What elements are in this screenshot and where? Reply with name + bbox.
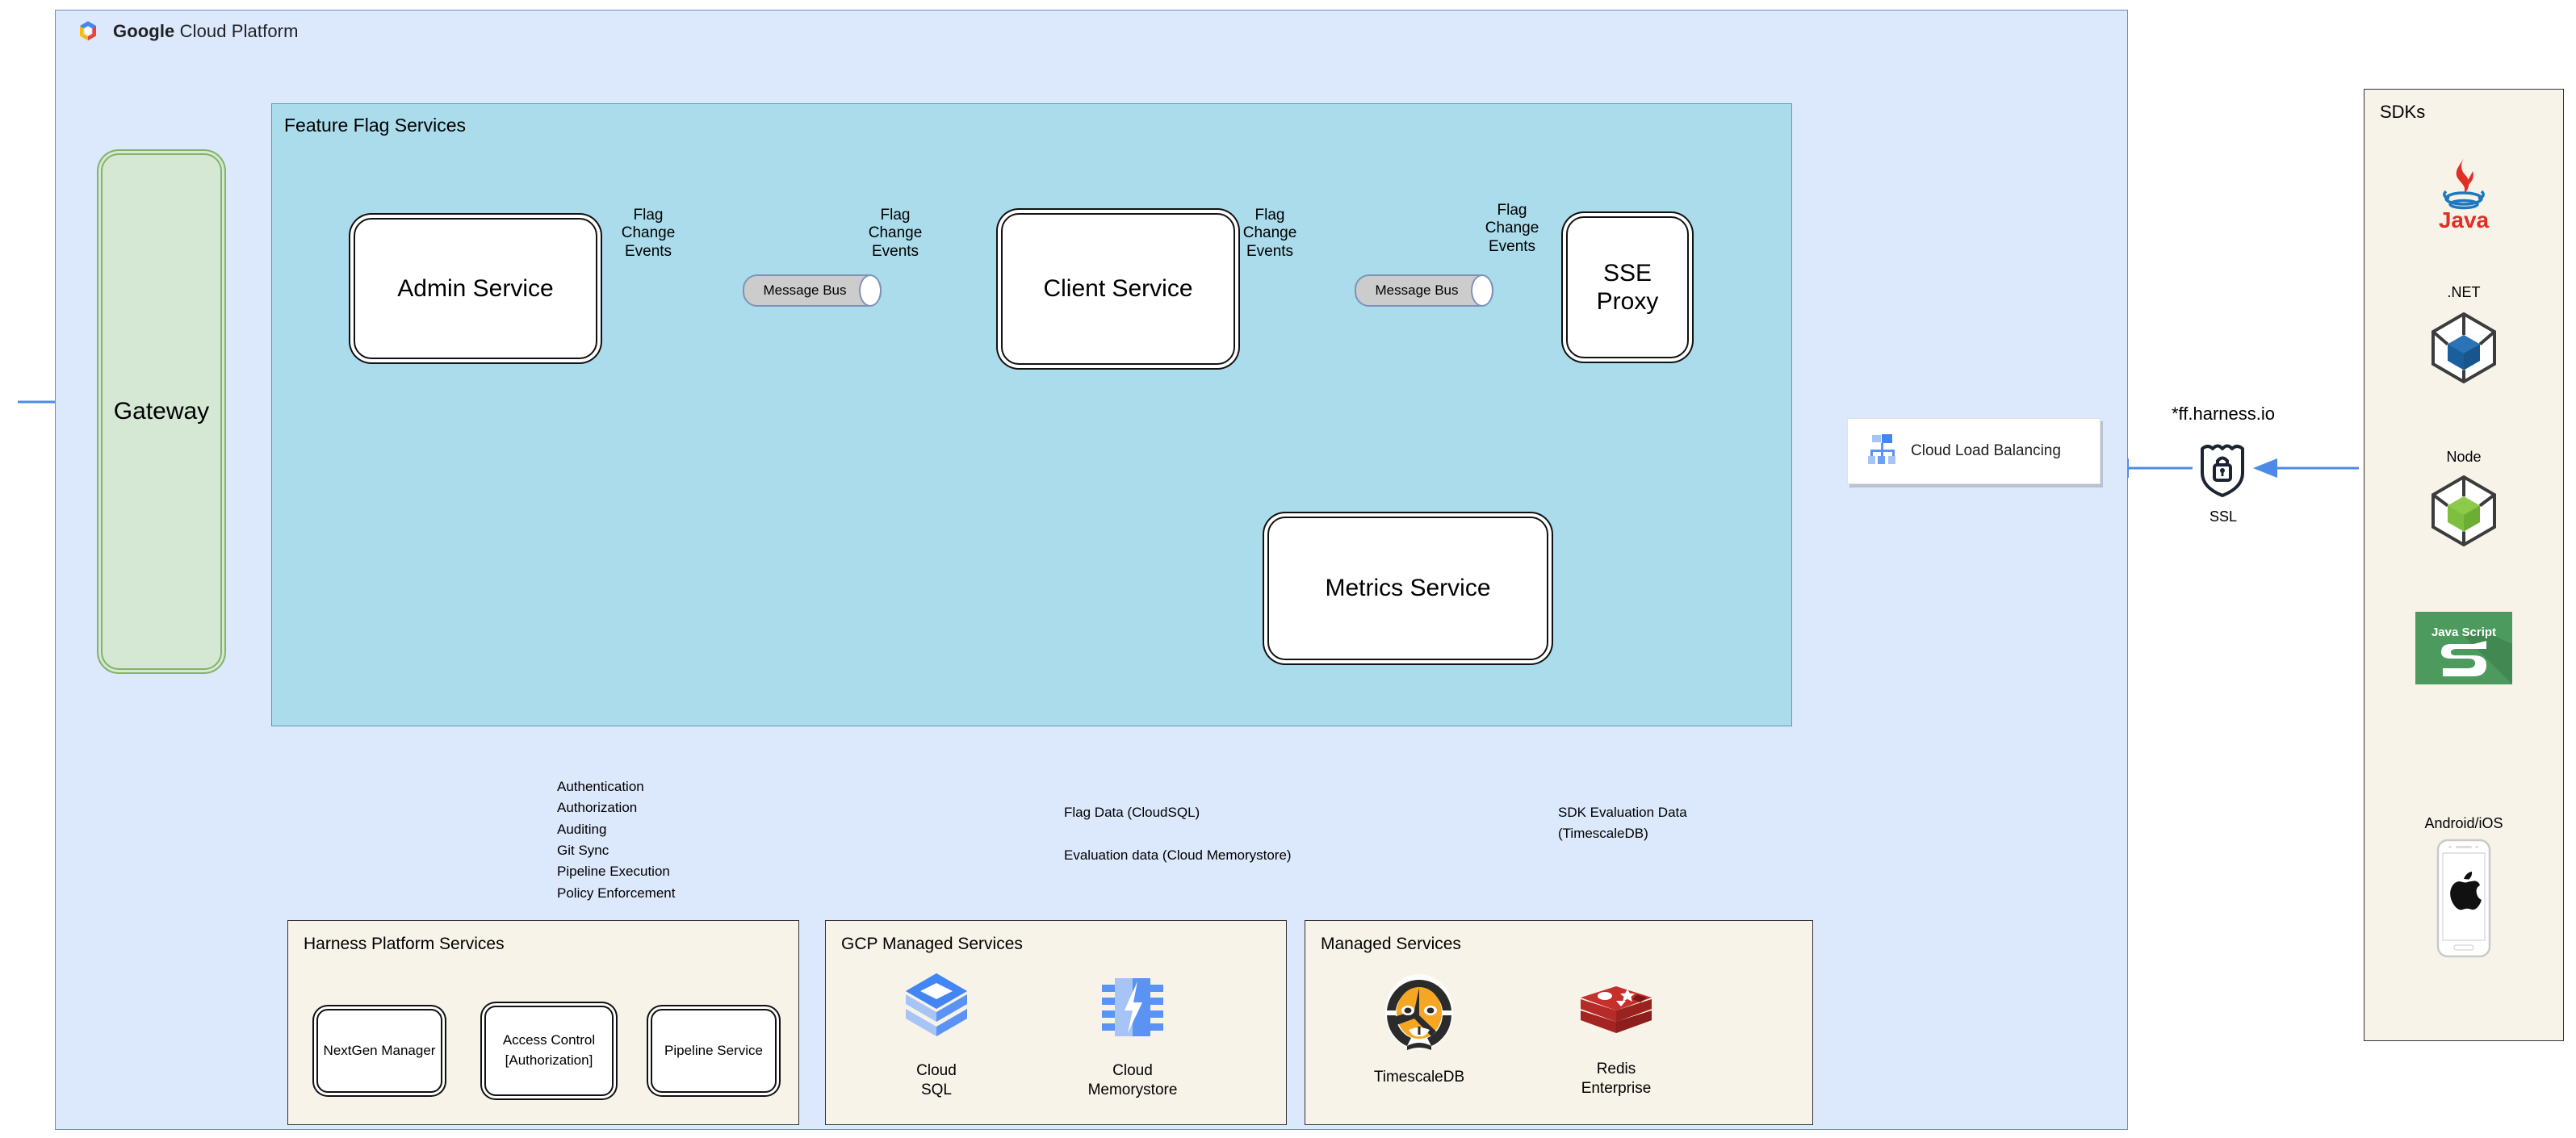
- ssl-label: SSL: [2209, 508, 2238, 525]
- sdk-item-node[interactable]: Node: [2364, 449, 2564, 554]
- cloud-load-balancing-label: Cloud Load Balancing: [1911, 442, 2061, 459]
- gateway-node[interactable]: Gateway: [101, 153, 222, 670]
- node-label: Node: [2446, 449, 2482, 465]
- timescaledb-item[interactable]: TimescaleDB: [1348, 969, 1490, 1087]
- access-control-label: Access Control [Authorization]: [502, 1032, 596, 1068]
- cloud-sql-item[interactable]: Cloud SQL: [880, 970, 993, 1100]
- cloud-load-balancing-icon: [1866, 433, 1900, 470]
- svg-text:Java: Java: [2439, 207, 2490, 232]
- redis-enterprise-label: Redis Enterprise: [1581, 1061, 1652, 1097]
- gcp-title-bold: Google: [113, 21, 175, 41]
- message-bus-label: Message Bus: [1375, 282, 1459, 298]
- sdk-item-java[interactable]: Java: [2364, 153, 2564, 238]
- dotnet-cube-icon: [2431, 312, 2496, 384]
- admin-service-node[interactable]: Admin Service: [354, 218, 597, 359]
- sse-proxy-node[interactable]: SSE Proxy: [1566, 216, 1689, 358]
- pipeline-service-node[interactable]: Pipeline Service: [651, 1009, 777, 1093]
- feature-flag-services-panel: [271, 103, 1792, 726]
- metrics-service-node[interactable]: Metrics Service: [1267, 517, 1548, 660]
- cylinder-cap-icon: [1471, 274, 1493, 307]
- gateway-label: Gateway: [113, 398, 210, 425]
- redis-logo-icon: [1581, 986, 1652, 1033]
- message-bus-node-1[interactable]: Message Bus: [743, 274, 882, 307]
- pipeline-service-label: Pipeline Service: [664, 1042, 763, 1058]
- sdk-item-dotnet[interactable]: .NET: [2364, 284, 2564, 392]
- nextgen-manager-node[interactable]: NextGen Manager: [316, 1009, 442, 1093]
- svg-text:Java Script: Java Script: [2431, 625, 2496, 639]
- cloud-memorystore-label: Cloud Memorystore: [1087, 1062, 1178, 1098]
- gcp-title-rest: Cloud Platform: [174, 21, 299, 41]
- dotnet-label: .NET: [2447, 284, 2481, 300]
- edge-label-bus-to-client: Flag Change Events: [868, 207, 923, 260]
- sdk-item-javascript[interactable]: Java Script: [2364, 612, 2564, 688]
- metrics-service-label: Metrics Service: [1325, 575, 1491, 602]
- message-bus-label: Message Bus: [763, 282, 847, 298]
- cloud-sql-label: Cloud SQL: [916, 1062, 957, 1098]
- gcp-header: Google Cloud Platform: [74, 18, 413, 45]
- timescaledb-label: TimescaleDB: [1373, 1069, 1465, 1086]
- cloud-memorystore-icon: [1102, 978, 1163, 1036]
- note-sdk-evaluation-data: SDK Evaluation Data (TimescaleDB): [1558, 805, 1687, 842]
- note-platform-capabilities: Authentication Authorization Auditing Gi…: [557, 779, 676, 901]
- google-cloud-logo-icon: [74, 18, 102, 45]
- java-logo-icon: Java: [2439, 158, 2490, 232]
- feature-flag-services-title: Feature Flag Services: [284, 115, 466, 136]
- client-service-label: Client Service: [1043, 275, 1193, 303]
- redis-enterprise-item[interactable]: Redis Enterprise: [1552, 981, 1681, 1098]
- edge-label-bus-to-sse: Flag Change Events: [1485, 202, 1539, 255]
- node-cube-icon: [2431, 475, 2496, 547]
- cloud-memorystore-item[interactable]: Cloud Memorystore: [1064, 970, 1201, 1100]
- cloud-load-balancing-card[interactable]: Cloud Load Balancing: [1847, 418, 2101, 484]
- cylinder-cap-icon: [859, 274, 882, 307]
- managed-services-title: Managed Services: [1321, 935, 1461, 953]
- cloud-sql-icon: [906, 973, 967, 1036]
- edge-label-client-to-bus: Flag Change Events: [1242, 207, 1297, 260]
- gcp-title: Google Cloud Platform: [113, 21, 299, 42]
- admin-service-label: Admin Service: [397, 274, 554, 302]
- harness-platform-services-title: Harness Platform Services: [304, 935, 505, 953]
- sdks-title: SDKs: [2380, 102, 2426, 122]
- message-bus-node-2[interactable]: Message Bus: [1355, 274, 1493, 307]
- ff-domain-label: *ff.harness.io: [2171, 404, 2275, 424]
- gcp-managed-services-title: GCP Managed Services: [841, 935, 1023, 953]
- client-service-node[interactable]: Client Service: [1001, 213, 1235, 365]
- sse-proxy-label: SSE Proxy: [1596, 259, 1659, 315]
- mobile-apple-icon: [2436, 839, 2491, 958]
- sdk-item-mobile[interactable]: Android/iOS: [2364, 815, 2564, 962]
- javascript-logo-icon: Java Script: [2415, 612, 2512, 684]
- note-flag-data: Flag Data (CloudSQL) Evaluation data (Cl…: [1064, 805, 1292, 863]
- ssl-shield-lock-icon: [2196, 441, 2249, 499]
- nextgen-manager-label: NextGen Manager: [323, 1042, 436, 1058]
- timescaledb-tiger-icon: [1385, 974, 1453, 1050]
- access-control-node[interactable]: Access Control [Authorization]: [484, 1006, 614, 1096]
- mobile-label: Android/iOS: [2424, 815, 2503, 831]
- edge-label-admin-to-bus: Flag Change Events: [621, 207, 676, 260]
- gcp-managed-services-group: [825, 920, 1287, 1125]
